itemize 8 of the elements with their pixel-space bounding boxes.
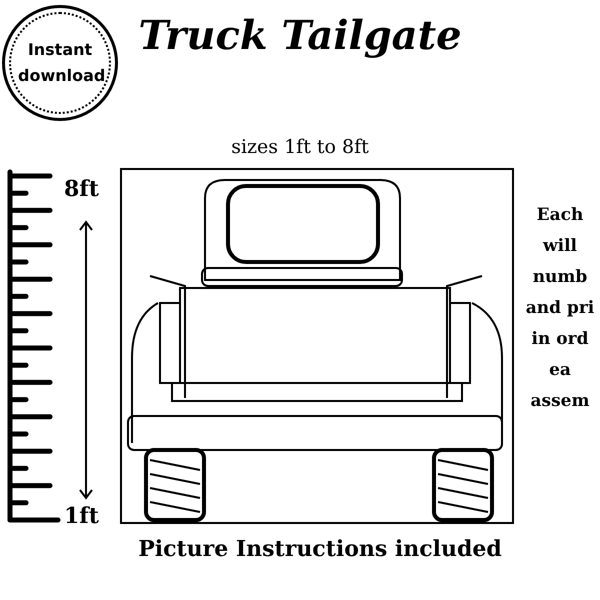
badge-text: Instant download [18,39,102,87]
badge-circle [2,5,118,121]
subtitle: sizes 1ft to 8ft [230,136,370,158]
title: Truck Tailgate [137,12,463,59]
size-label: 8ft [64,176,99,202]
size-label: 1ft [64,503,99,529]
footer-text: Picture Instructions included [137,536,503,562]
side-note: Each will numb and pri in ord ea assem [524,204,596,413]
